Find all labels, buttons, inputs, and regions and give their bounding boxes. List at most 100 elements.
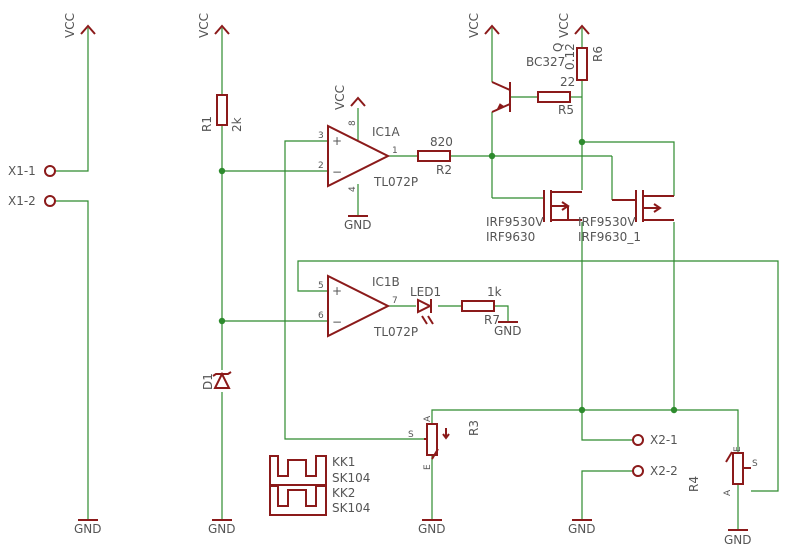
ic1a-pin3: 3 — [318, 131, 324, 141]
r6-label: R6 — [591, 46, 605, 62]
ic1b-type: TL072P — [373, 325, 418, 339]
ic1a-plus: + — [332, 134, 342, 148]
diode-d1: D1 — [201, 371, 232, 390]
junction-dot — [670, 406, 678, 414]
r4-pin-s: S — [752, 459, 758, 469]
ic1a-pin1: 1 — [392, 146, 398, 156]
vcc-r1: VCC — [197, 13, 230, 38]
gnd-label: GND — [344, 218, 372, 232]
gnd-ic1a: GND — [344, 215, 372, 232]
wire-ic1b-pin5-loop — [297, 260, 779, 492]
wire-r6-fet-sources — [582, 141, 675, 196]
connector-pin-x2-1[interactable] — [632, 434, 644, 446]
heatsink-icon: KK1 SK104 KK2 SK104 — [269, 455, 370, 516]
gnd-label: GND — [74, 522, 102, 536]
wire-r2-node — [450, 155, 493, 198]
q-label: Q — [551, 43, 565, 52]
junction-dot — [218, 167, 226, 175]
led1: LED1 — [410, 285, 441, 325]
fet2-type-b: IRF9630_1 — [578, 230, 641, 244]
vcc-symbols: VCC VCC VCC VCC VCC — [63, 13, 590, 110]
gnd-label: GND — [418, 522, 446, 536]
ic1b-minus: − — [332, 315, 342, 329]
x1-1-label: X1-1 — [8, 164, 36, 178]
gnd-label: GND — [494, 324, 522, 338]
mosfet-2: IRF9530V IRF9630_1 — [578, 190, 674, 244]
gnd-r7: GND — [494, 321, 522, 338]
connector-pin-x1-1[interactable] — [44, 165, 56, 177]
resistor-r1: R1 2k — [200, 94, 244, 132]
r2-label: R2 — [436, 163, 452, 177]
gnd-x2: GND — [568, 519, 596, 536]
junction-dot — [578, 406, 586, 414]
junction-dot — [218, 317, 226, 325]
kk2-label: KK2 — [332, 486, 355, 500]
x1-2-label: X1-2 — [8, 194, 36, 208]
x2-2-label: X2-2 — [650, 464, 678, 478]
wire-ic1a-pin3-r3 — [284, 140, 424, 440]
fet2-type-a: IRF9530V — [578, 215, 636, 229]
gnd-label: GND — [568, 522, 596, 536]
ic1b-label: IC1B — [372, 275, 400, 289]
q-type: BC327 — [526, 55, 565, 69]
d1-label: D1 — [201, 373, 215, 390]
junction-dot — [578, 138, 586, 146]
r7-value: 1k — [487, 285, 502, 299]
gnd-symbols: GND GND GND GND GND GND GND — [74, 215, 752, 547]
junction-dot — [488, 152, 496, 160]
x2-1-label: X2-1 — [650, 433, 678, 447]
connector-pin-x2-2[interactable] — [632, 465, 644, 477]
resistor-r5: 22 R5 — [537, 75, 575, 117]
r3-label: R3 — [467, 420, 481, 436]
kk1-value: SK104 — [332, 471, 370, 485]
wire-x1-2 — [56, 200, 89, 520]
ic1b-pin7: 7 — [392, 296, 398, 306]
vcc-label: VCC — [197, 13, 211, 38]
r3-pin-e: E — [423, 464, 433, 470]
r5-label: R5 — [558, 103, 574, 117]
ic1b-pin6: 6 — [318, 311, 324, 321]
wire-r7-gnd — [494, 305, 509, 322]
r3-pin-a: A — [423, 415, 433, 422]
resistor-r6: R6 0.12 — [563, 43, 605, 81]
trimmer-r4: S E A R4 — [687, 446, 758, 496]
gnd-x1: GND — [74, 519, 102, 536]
r7-label: R7 — [484, 313, 500, 327]
kk1-label: KK1 — [332, 455, 355, 469]
r2-value: 820 — [430, 135, 453, 149]
vcc-label: VCC — [467, 13, 481, 38]
mosfet-1: IRF9530V IRF9630 — [486, 190, 582, 244]
ic1a-type: TL072P — [373, 175, 418, 189]
vcc-label: VCC — [63, 13, 77, 38]
r4-pin-e: E — [733, 446, 743, 452]
ic1b-pin5: 5 — [318, 281, 324, 291]
r6-value: 0.12 — [563, 43, 577, 70]
connector-x2: X2-1 X2-2 — [632, 433, 678, 478]
ic1a-pin2: 2 — [318, 161, 324, 171]
gnd-r4: GND — [724, 529, 752, 547]
wires — [56, 28, 779, 530]
kk2-value: SK104 — [332, 501, 370, 515]
gnd-d1: GND — [208, 519, 236, 536]
junctions — [218, 138, 678, 414]
ic1a-minus: − — [332, 165, 342, 179]
vcc-q: VCC — [467, 13, 500, 38]
led1-label: LED1 — [410, 285, 441, 299]
opamp-ic1a: + − 3 2 1 8 4 IC1A TL072P — [318, 120, 418, 192]
vcc-r6: VCC — [557, 13, 590, 38]
fet1-type-a: IRF9530V — [486, 215, 544, 229]
ic1a-label: IC1A — [372, 125, 401, 139]
fet1-type-b: IRF9630 — [486, 230, 535, 244]
transistor-q: Q BC327 — [491, 43, 565, 113]
vcc-ic1a: VCC — [333, 85, 366, 110]
connector-pin-x1-2[interactable] — [44, 195, 56, 207]
r4-pin-a: A — [723, 489, 733, 496]
wire-x1-1 — [56, 28, 89, 172]
r1-label: R1 — [200, 116, 214, 132]
trimmer-r3: S A E R3 — [408, 415, 481, 470]
gnd-label: GND — [724, 533, 752, 547]
ic1a-pin4: 4 — [348, 186, 358, 192]
wire-fet1-drain — [581, 222, 633, 441]
r1-value: 2k — [230, 117, 244, 132]
